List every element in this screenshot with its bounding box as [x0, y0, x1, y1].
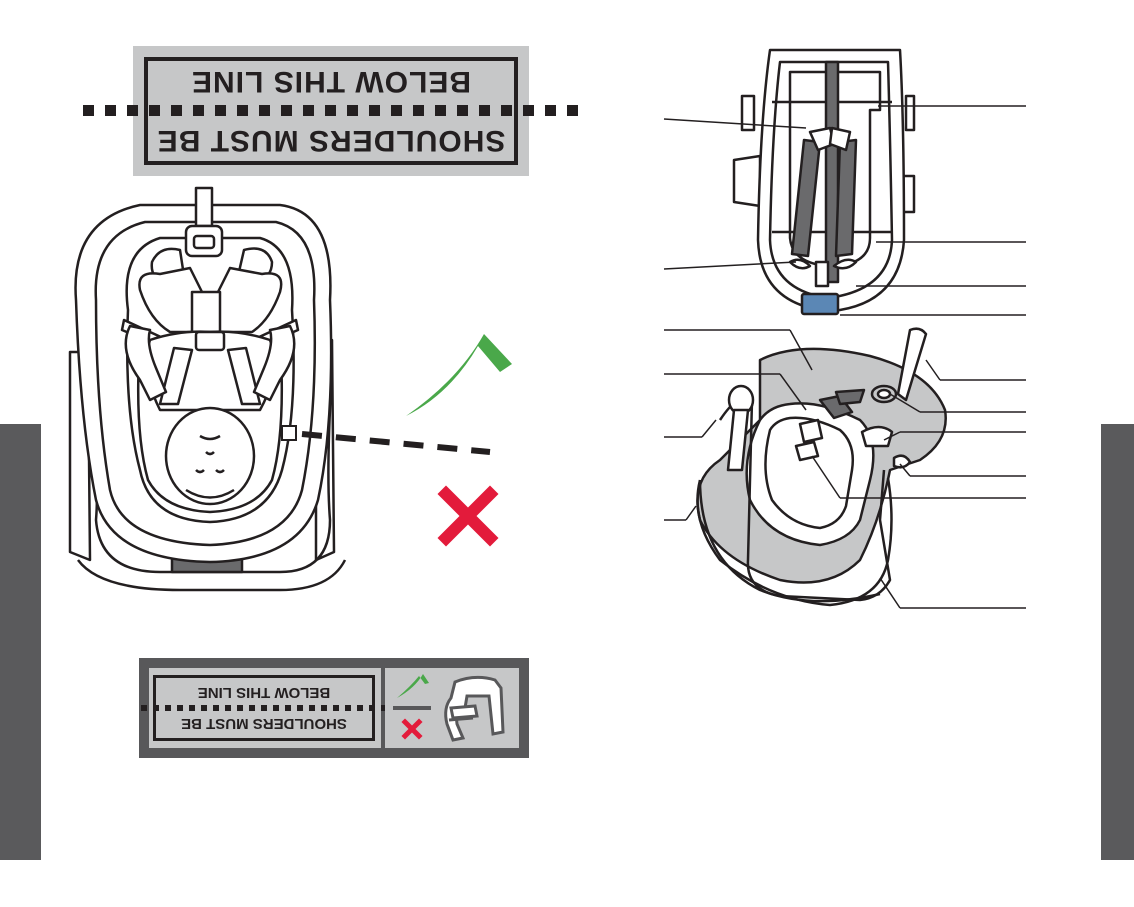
cross-icon: [446, 494, 490, 538]
check-icon: [406, 334, 512, 416]
seat-perspective-view: [698, 329, 946, 605]
baby-carrier-illustration: [70, 188, 345, 590]
seat-top-view: [734, 50, 914, 314]
